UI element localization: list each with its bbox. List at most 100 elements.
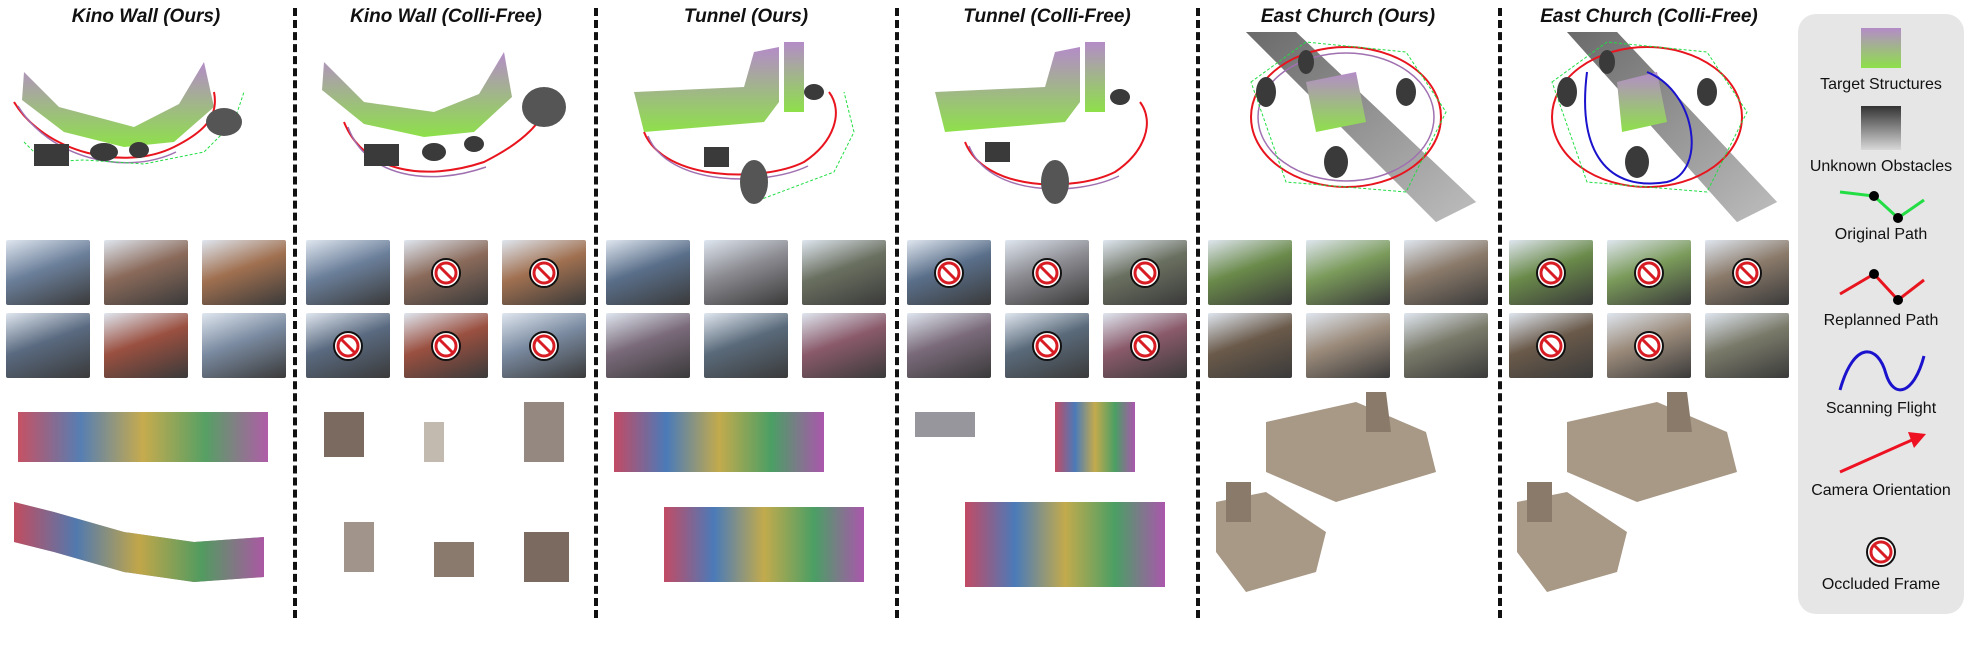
original-path-icon bbox=[1839, 190, 1925, 223]
frame-thumbnail bbox=[306, 240, 390, 305]
unknown-obstacles-swatch bbox=[1861, 106, 1901, 150]
frame-thumbnail bbox=[202, 240, 286, 305]
frame-thumbnail bbox=[1509, 313, 1593, 378]
column-kino-ours: Kino Wall (Ours) bbox=[0, 0, 292, 665]
reconstruction bbox=[1216, 392, 1436, 592]
column-title: Tunnel (Colli-Free) bbox=[963, 6, 1131, 27]
frame-thumbnail bbox=[502, 313, 586, 378]
target-structures-swatch bbox=[1861, 28, 1901, 68]
frame-thumbnail bbox=[1404, 313, 1488, 378]
trajectory-map bbox=[322, 52, 566, 178]
column-church-ours: East Church (Ours) bbox=[1202, 0, 1494, 665]
frame-thumbnail bbox=[1005, 240, 1089, 305]
occluded-frame-icon bbox=[934, 257, 964, 288]
frame-thumbnail bbox=[404, 240, 488, 305]
occluded-frame-icon bbox=[1130, 330, 1160, 361]
frame-thumbnail bbox=[802, 240, 886, 305]
camera-orientation-icon bbox=[1839, 432, 1926, 474]
legend-label: Target Structures bbox=[1820, 76, 1942, 93]
frame-grid bbox=[1208, 240, 1488, 378]
column-tunnel-collifree: Tunnel (Colli-Free) bbox=[901, 0, 1193, 665]
trajectory-map bbox=[634, 42, 855, 204]
frame-thumbnail bbox=[907, 313, 991, 378]
frame-thumbnail bbox=[104, 240, 188, 305]
occluded-frame-icon bbox=[1634, 257, 1664, 288]
column-tunnel-ours: Tunnel (Ours) bbox=[600, 0, 892, 665]
frame-thumbnail bbox=[1705, 240, 1789, 305]
reconstruction bbox=[324, 402, 569, 582]
divider bbox=[1196, 8, 1200, 618]
column-kino-collifree: Kino Wall (Colli-Free) bbox=[300, 0, 592, 665]
frame-thumbnail bbox=[704, 240, 788, 305]
occluded-frame-icon bbox=[431, 330, 461, 361]
legend-label: Camera Orientation bbox=[1811, 482, 1951, 499]
frame-thumbnail bbox=[502, 240, 586, 305]
divider bbox=[1498, 8, 1502, 618]
divider bbox=[895, 8, 899, 618]
frame-thumbnail bbox=[1607, 240, 1691, 305]
legend-label: Scanning Flight bbox=[1825, 400, 1937, 417]
trajectory-map bbox=[935, 42, 1148, 204]
reconstruction bbox=[14, 412, 268, 582]
legend-label: Original Path bbox=[1834, 226, 1928, 243]
column-title: East Church (Ours) bbox=[1260, 6, 1436, 27]
occluded-frame-icon bbox=[333, 330, 363, 361]
frame-thumbnail bbox=[907, 240, 991, 305]
frame-thumbnail bbox=[1103, 313, 1187, 378]
frame-thumbnail bbox=[1705, 313, 1789, 378]
occluded-frame-icon bbox=[1130, 257, 1160, 288]
frame-thumbnail bbox=[404, 313, 488, 378]
reconstruction bbox=[614, 412, 864, 582]
occluded-frame-icon bbox=[1032, 257, 1062, 288]
frame-grid bbox=[306, 240, 586, 378]
occluded-frame-icon bbox=[529, 330, 559, 361]
occluded-frame-icon bbox=[529, 257, 559, 288]
occluded-frame-icon bbox=[1032, 330, 1062, 361]
legend-panel: Target Structures Unknown Obstacles Orig… bbox=[1798, 14, 1964, 614]
frame-thumbnail bbox=[606, 240, 690, 305]
legend-label: Replanned Path bbox=[1823, 312, 1939, 329]
frame-thumbnail bbox=[6, 313, 90, 378]
frame-grid bbox=[606, 240, 886, 378]
reconstruction bbox=[915, 402, 1165, 587]
occluded-frame-icon bbox=[1866, 537, 1896, 567]
frame-thumbnail bbox=[1607, 313, 1691, 378]
column-title: Kino Wall (Colli-Free) bbox=[350, 6, 542, 27]
divider bbox=[594, 8, 598, 618]
frame-thumbnail bbox=[6, 240, 90, 305]
frame-thumbnail bbox=[104, 313, 188, 378]
frame-thumbnail bbox=[306, 313, 390, 378]
occluded-frame-icon bbox=[1536, 330, 1566, 361]
column-title: Kino Wall (Ours) bbox=[71, 6, 221, 27]
column-church-collifree: East Church (Colli-Free) bbox=[1503, 0, 1795, 665]
trajectory-map bbox=[1551, 32, 1777, 222]
legend-label: Unknown Obstacles bbox=[1809, 158, 1953, 175]
frame-thumbnail bbox=[1208, 240, 1292, 305]
occluded-frame-icon bbox=[1536, 257, 1566, 288]
occluded-frame-icon bbox=[1732, 257, 1762, 288]
frame-thumbnail bbox=[1103, 240, 1187, 305]
frame-thumbnail bbox=[1005, 313, 1089, 378]
frame-thumbnail bbox=[606, 313, 690, 378]
frame-thumbnail bbox=[704, 313, 788, 378]
reconstruction bbox=[1517, 392, 1737, 592]
replanned-path-icon bbox=[1839, 269, 1925, 305]
frame-grid bbox=[907, 240, 1187, 378]
frame-grid bbox=[6, 240, 286, 378]
frame-thumbnail bbox=[1306, 240, 1390, 305]
column-title: Tunnel (Ours) bbox=[683, 6, 809, 27]
trajectory-map bbox=[13, 62, 245, 166]
frame-grid bbox=[1509, 240, 1789, 378]
scanning-flight-icon bbox=[1838, 350, 1926, 392]
divider bbox=[293, 8, 297, 618]
trajectory-map bbox=[1246, 32, 1476, 222]
frame-thumbnail bbox=[1306, 313, 1390, 378]
column-title: East Church (Colli-Free) bbox=[1540, 6, 1758, 27]
legend-label: Occluded Frame bbox=[1821, 576, 1941, 593]
occluded-frame-icon bbox=[431, 257, 461, 288]
frame-thumbnail bbox=[1208, 313, 1292, 378]
frame-thumbnail bbox=[1404, 240, 1488, 305]
occluded-frame-icon bbox=[1634, 330, 1664, 361]
frame-thumbnail bbox=[1509, 240, 1593, 305]
frame-thumbnail bbox=[202, 313, 286, 378]
